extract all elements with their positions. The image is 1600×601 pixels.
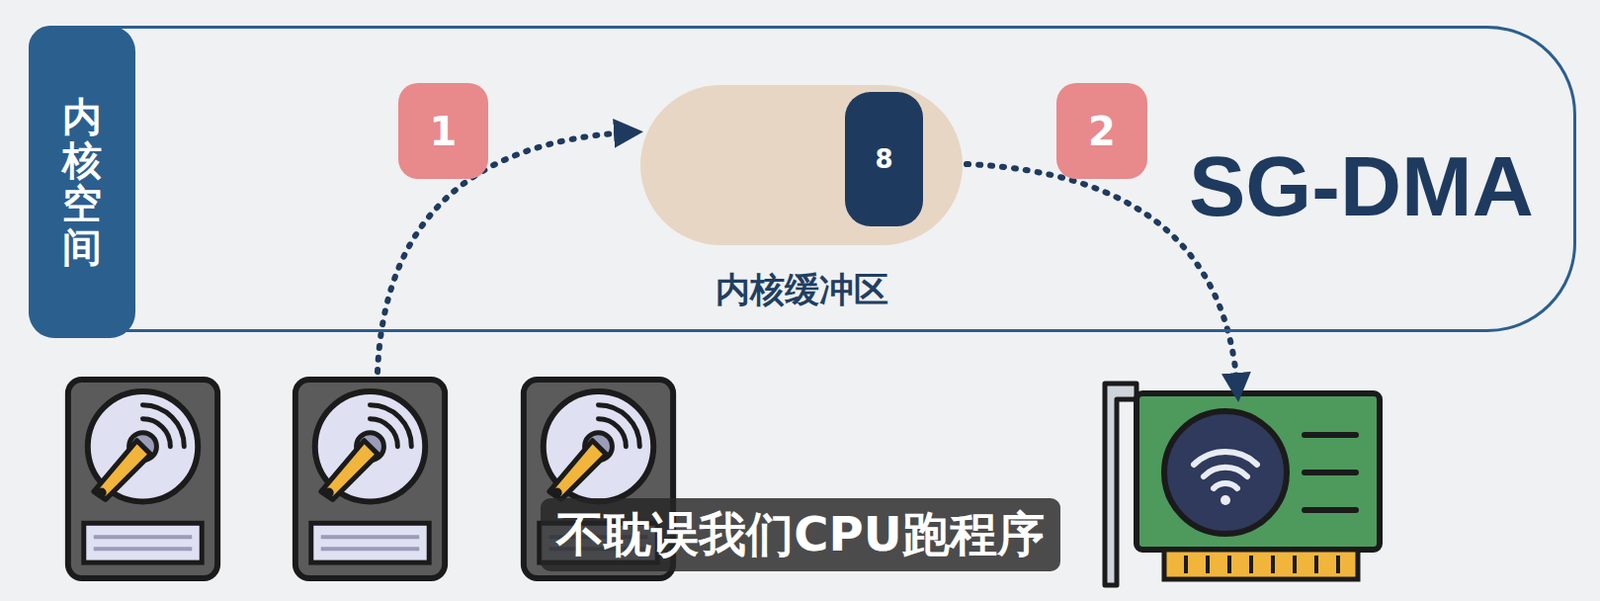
network-card (1104, 383, 1380, 586)
mechanism-title: SG-DMA (1188, 143, 1534, 229)
buffer-label: 内核缓冲区 (715, 266, 889, 314)
subtitle-box: 不耽误我们CPU跑程序 (540, 498, 1060, 572)
hard-disk (295, 379, 445, 579)
subtitle: 不耽误我们CPU跑程序 (556, 503, 1044, 567)
callout-number: 2 (1056, 83, 1148, 179)
callout-number: 1 (398, 83, 489, 179)
vertical-title: 内核空间 (62, 94, 102, 269)
block-number: 8 (874, 144, 893, 174)
data-block: 8 (844, 91, 924, 227)
hard-disk (68, 379, 218, 579)
kernel-buffer: 内核缓冲区8 (640, 84, 963, 246)
panel-tab: 内核空间 (28, 25, 136, 338)
